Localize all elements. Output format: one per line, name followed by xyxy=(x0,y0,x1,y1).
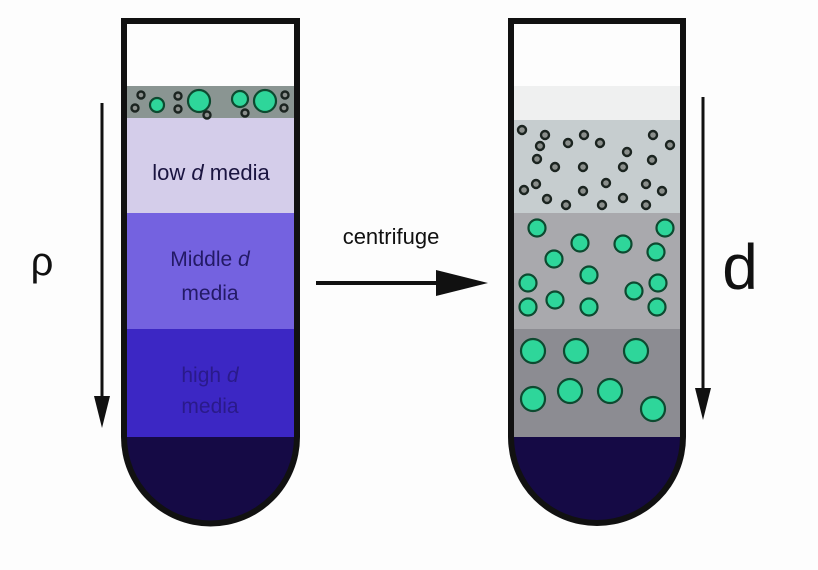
medium-particle xyxy=(527,218,547,238)
small-particle xyxy=(578,129,590,141)
small-particle xyxy=(640,199,652,211)
left-layer-middle-density xyxy=(127,213,294,329)
medium-particle xyxy=(646,242,666,262)
small-particle xyxy=(577,185,589,197)
small-particle xyxy=(594,137,606,149)
large-particle xyxy=(556,377,584,405)
small-particle xyxy=(539,129,551,141)
small-particle xyxy=(541,193,553,205)
large-particle xyxy=(186,88,212,114)
separated-particles xyxy=(516,124,676,423)
large-particle xyxy=(230,89,250,109)
middle-d-media-label-line1: Middle d xyxy=(170,248,251,271)
small-particle xyxy=(516,124,528,136)
density-arrow-head xyxy=(94,396,110,428)
small-particle xyxy=(173,91,183,101)
left-layer-high-density xyxy=(127,329,294,437)
large-particle xyxy=(252,88,278,114)
small-particle xyxy=(280,90,290,100)
small-particle xyxy=(534,140,546,152)
large-particle xyxy=(519,337,547,365)
small-particle xyxy=(646,154,658,166)
small-particle xyxy=(549,161,561,173)
medium-particle xyxy=(579,297,599,317)
small-particle xyxy=(136,90,146,100)
medium-particle xyxy=(624,281,644,301)
small-particle xyxy=(617,161,629,173)
large-particle xyxy=(622,337,650,365)
diameter-arrow xyxy=(695,97,711,420)
left-layer-empty xyxy=(127,24,294,86)
medium-particle xyxy=(570,233,590,253)
small-particle xyxy=(577,161,589,173)
medium-particle xyxy=(647,297,667,317)
mixed-particles xyxy=(130,88,290,120)
medium-particle xyxy=(655,218,675,238)
small-particle xyxy=(202,110,212,120)
small-particle xyxy=(531,153,543,165)
right-tube xyxy=(508,18,686,526)
small-particle xyxy=(240,108,250,118)
large-particle xyxy=(148,96,166,114)
large-particle xyxy=(639,395,667,423)
small-particle xyxy=(130,103,140,113)
rho-label: ρ xyxy=(31,240,54,284)
process-arrow xyxy=(316,270,488,296)
small-particle xyxy=(562,137,574,149)
large-particle xyxy=(519,385,547,413)
small-particle xyxy=(279,103,289,113)
small-particle xyxy=(664,139,676,151)
medium-particle xyxy=(648,273,668,293)
medium-particle xyxy=(613,234,633,254)
left-layer-low-density xyxy=(127,118,294,213)
middle-d-media-label-line2: media xyxy=(181,282,239,305)
right-layer-small-particles xyxy=(514,120,680,213)
medium-particle xyxy=(518,273,538,293)
large-particle xyxy=(596,377,624,405)
small-particle xyxy=(656,185,668,197)
process-arrow-head xyxy=(436,270,488,296)
low-d-media-label: low d media xyxy=(152,160,270,185)
d-label: d xyxy=(722,231,758,303)
diameter-arrow-head xyxy=(695,388,711,420)
density-arrow xyxy=(94,103,110,428)
right-layer-clear xyxy=(514,86,680,120)
small-particle xyxy=(560,199,572,211)
small-particle xyxy=(530,178,542,190)
high-d-media-label-line2: media xyxy=(181,395,239,418)
small-particle xyxy=(621,146,633,158)
large-particle xyxy=(562,337,590,365)
small-particle xyxy=(173,104,183,114)
medium-particle xyxy=(579,265,599,285)
medium-particle xyxy=(518,297,538,317)
small-particle xyxy=(617,192,629,204)
small-particle xyxy=(518,184,530,196)
small-particle xyxy=(647,129,659,141)
medium-particle xyxy=(544,249,564,269)
right-layer-empty xyxy=(514,24,680,86)
high-d-media-label-line1: high d xyxy=(181,364,240,387)
centrifuge-label: centrifuge xyxy=(343,224,440,249)
small-particle xyxy=(640,178,652,190)
medium-particle xyxy=(545,290,565,310)
left-tube: low d media Middle d media high d media xyxy=(121,18,300,527)
small-particle xyxy=(596,199,608,211)
small-particle xyxy=(600,177,612,189)
